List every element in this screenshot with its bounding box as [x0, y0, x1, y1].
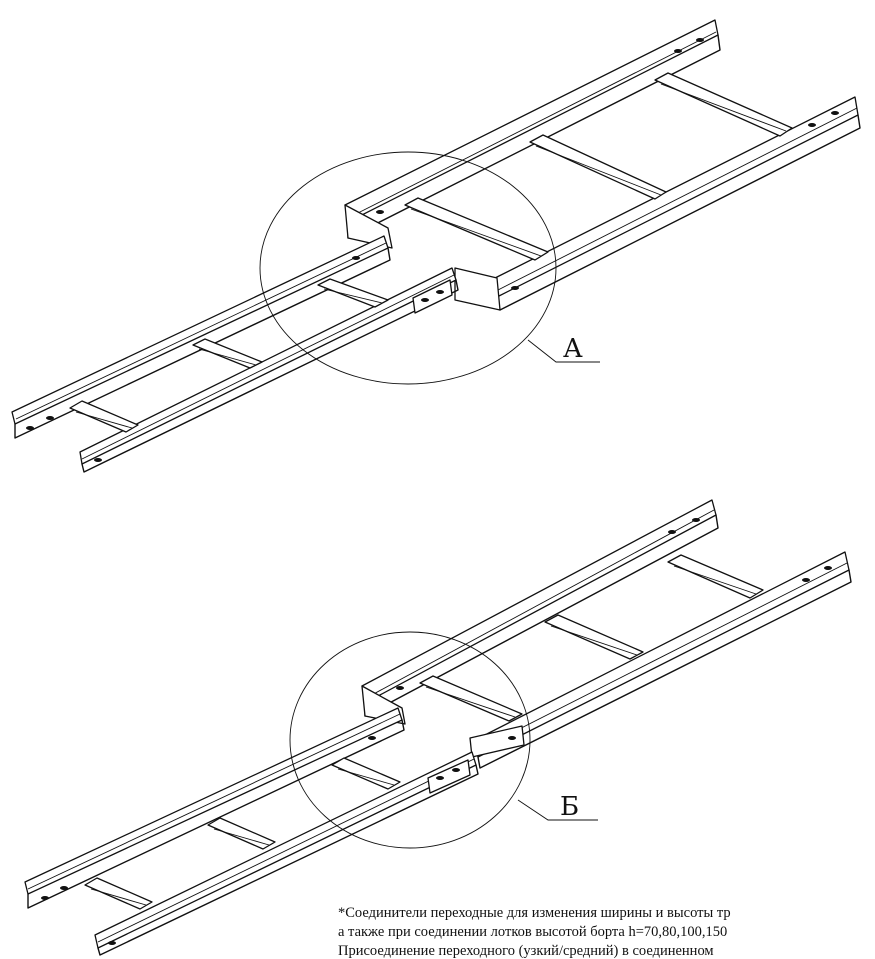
note-line-1: *Соединители переходные для изменения ши… [338, 905, 731, 921]
detail-circle-b [289, 631, 531, 849]
callout-label-b: Б [560, 792, 579, 822]
rung-a-5 [192, 338, 263, 369]
wide-section-a [344, 19, 861, 311]
wide-section-b [361, 499, 852, 769]
rung-b-6 [84, 877, 153, 910]
ladder-assembly-a [11, 19, 861, 473]
note-line-3: Присоединение переходного (узкий/средний… [338, 943, 714, 959]
callout-label-a: А [563, 334, 583, 364]
rung-b-2 [544, 614, 644, 660]
narrow-section-b [24, 707, 479, 956]
rail-holes-b [41, 518, 832, 945]
leader-line-a [527, 339, 600, 363]
note-line-2: а также при соединении лотков высотой бо… [338, 924, 728, 940]
rung-b-3 [419, 675, 523, 722]
rung-a-3 [404, 197, 549, 261]
narrow-section-a [11, 235, 459, 473]
ladder-assembly-b [24, 499, 852, 956]
rung-a-2 [529, 134, 667, 200]
rung-a-6 [69, 400, 139, 433]
rung-b-5 [207, 817, 276, 850]
rail-holes-a [26, 38, 839, 462]
detail-circle-a [259, 151, 557, 385]
rung-b-1 [667, 554, 764, 599]
rung-b-4 [331, 757, 401, 790]
rung-a-4 [317, 278, 389, 308]
leader-line-b [517, 799, 598, 821]
rung-a-1 [654, 72, 793, 137]
